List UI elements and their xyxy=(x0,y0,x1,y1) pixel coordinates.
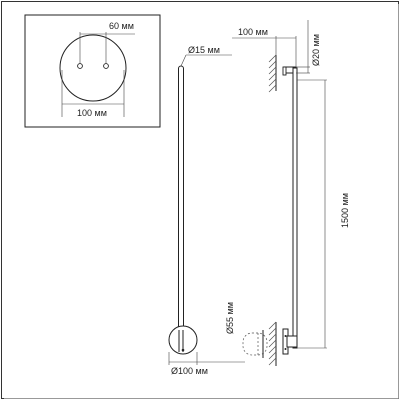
front-view: Ø15 мм Ø100 мм xyxy=(168,45,245,376)
side-bottom-block xyxy=(286,335,298,348)
offset-label: 100 мм xyxy=(238,27,268,37)
side-view: Ø55 мм 100 мм Ø20 мм 1500 мм xyxy=(225,20,350,366)
base-diameter-label: Ø100 мм xyxy=(171,366,208,376)
mounting-plate-detail: 60 мм 100 мм xyxy=(24,14,161,128)
wall-hatch-bottom xyxy=(268,321,277,366)
front-base-screw xyxy=(181,348,185,352)
rod-diameter-label: Ø15 мм xyxy=(188,45,220,55)
base-height-label: Ø55 мм xyxy=(225,302,235,334)
holes-spacing-label: 60 мм xyxy=(109,21,134,31)
screw-hole-right xyxy=(103,63,109,69)
length-label: 1500 мм xyxy=(340,193,350,228)
plate-width-label: 100 мм xyxy=(77,108,107,118)
screw-hole-left xyxy=(77,63,83,69)
mounting-plate-circle xyxy=(59,34,127,102)
front-rod-base-join xyxy=(179,330,183,352)
wall-hatch-top xyxy=(268,54,277,93)
side-rod xyxy=(292,67,298,349)
rod-diameter-leader xyxy=(180,54,187,67)
front-rod xyxy=(178,65,184,354)
top-thickness-label: Ø20 мм xyxy=(311,34,321,66)
side-bottom-screw-b xyxy=(284,348,287,350)
base-height-dashed-body xyxy=(242,332,268,356)
side-bottom-screw-a xyxy=(284,335,287,337)
side-top-cap xyxy=(282,66,287,76)
